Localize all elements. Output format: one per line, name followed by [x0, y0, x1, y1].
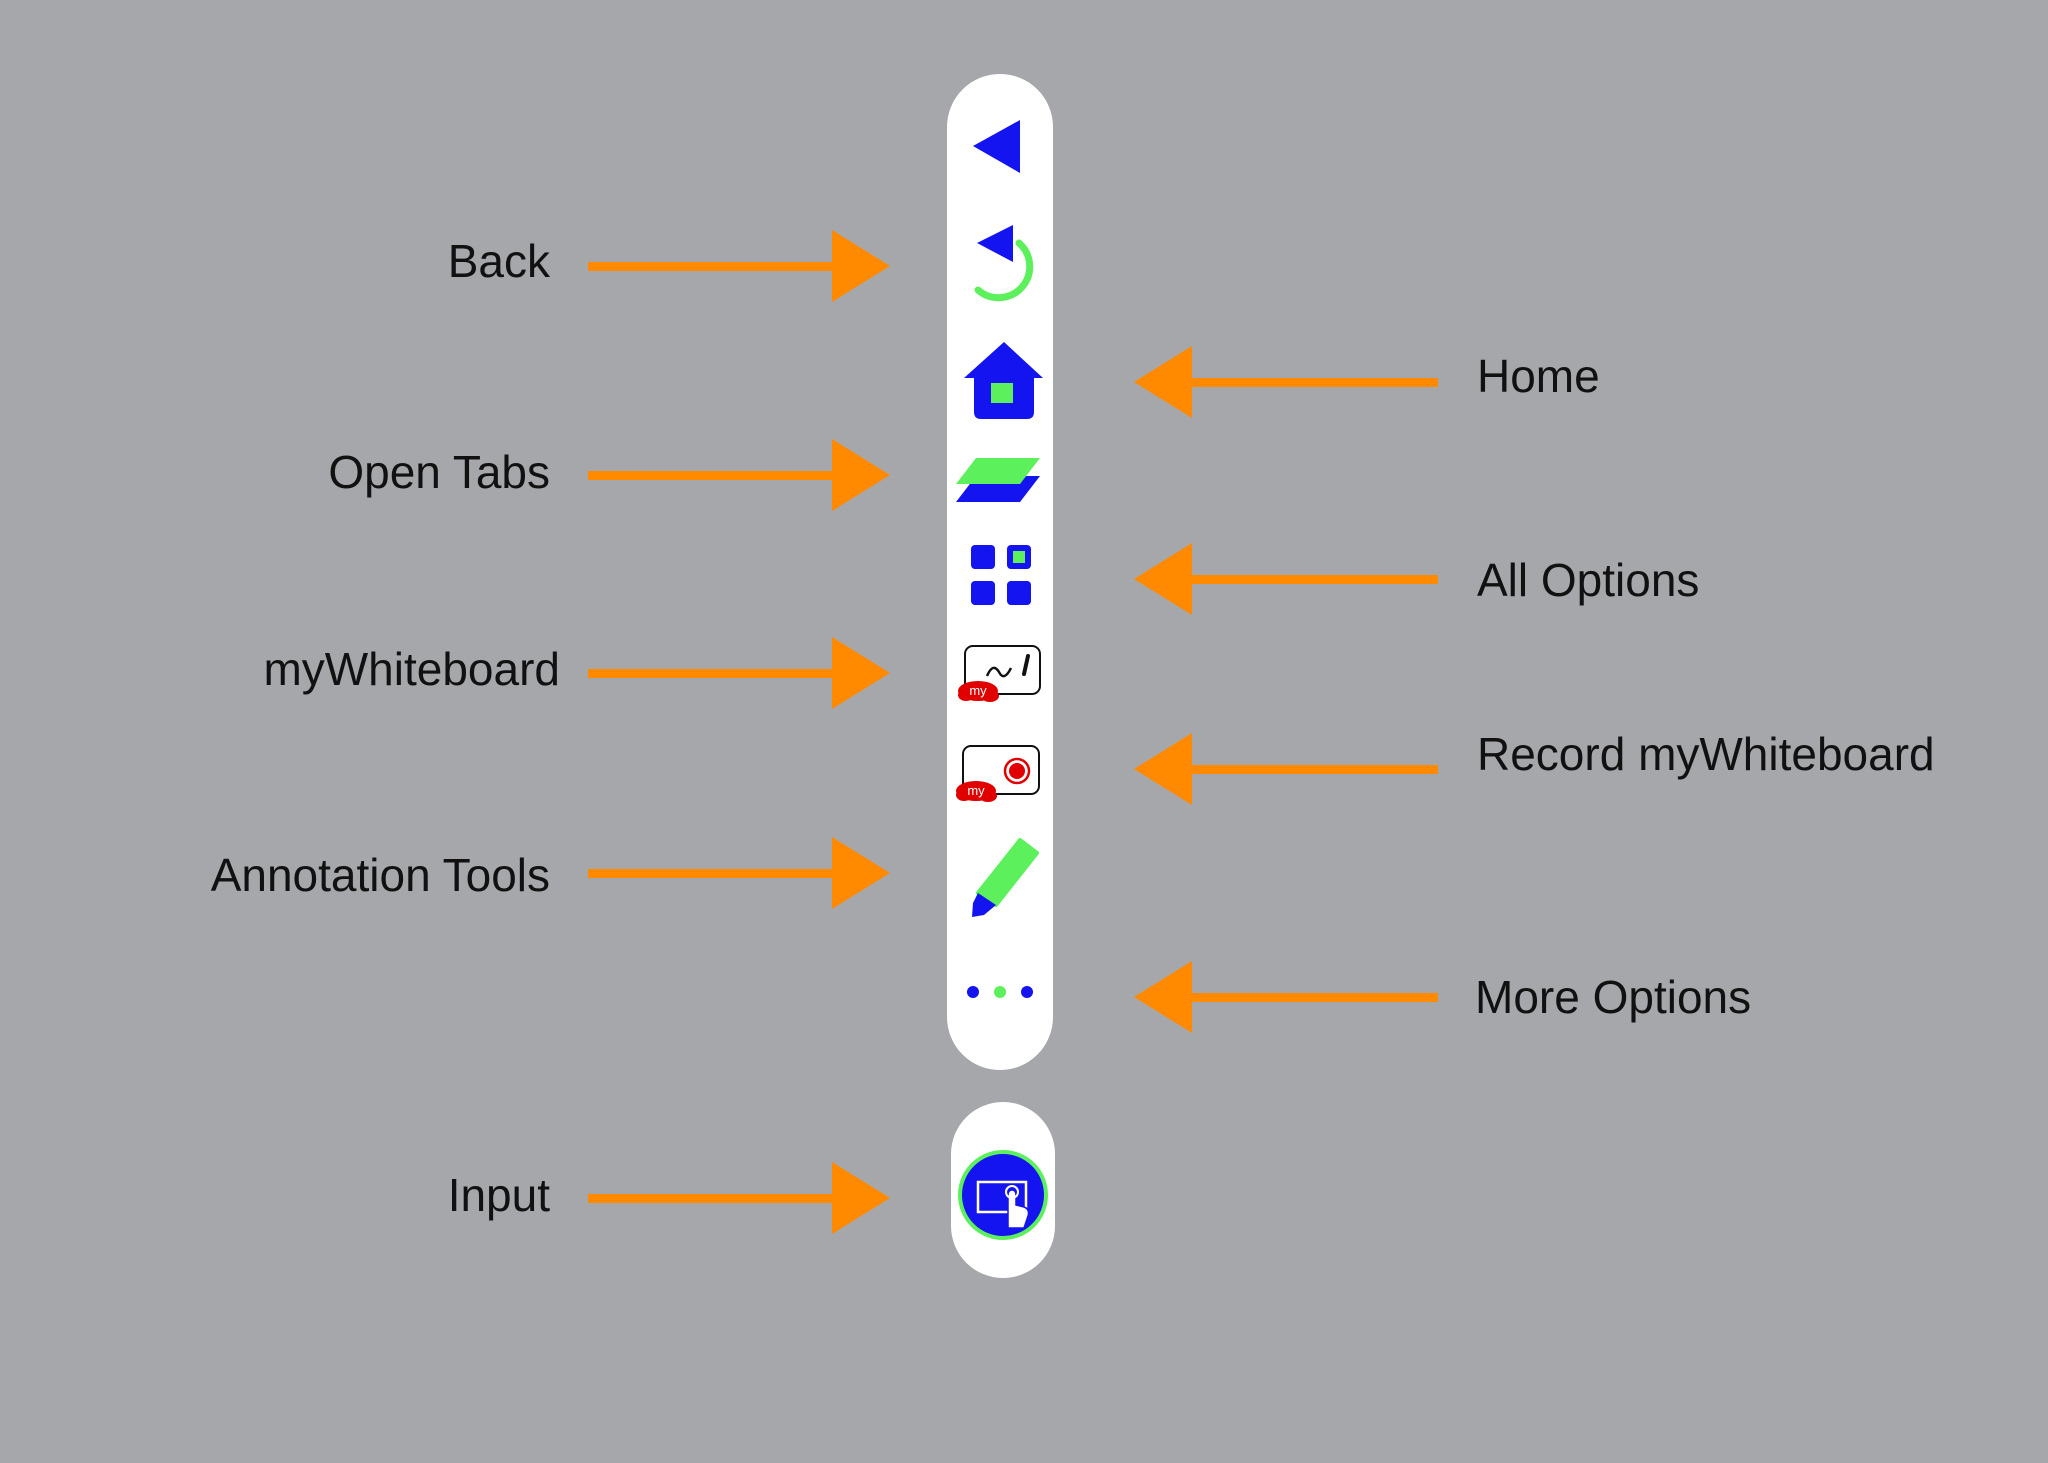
arrow-all-options — [1134, 543, 1438, 615]
label-record-mywhiteboard: Record myWhiteboard — [1477, 728, 1935, 780]
more-options-dots-icon[interactable] — [967, 986, 1033, 998]
label-back: Back — [447, 235, 550, 287]
arrow-input — [588, 1162, 890, 1234]
home-icon[interactable] — [964, 342, 1043, 419]
arrow-home — [1134, 346, 1438, 418]
label-annotation-tools: Annotation Tools — [210, 849, 550, 901]
label-more-options: More Options — [1475, 971, 1752, 1023]
arrow-back — [588, 230, 890, 302]
back-triangle-icon[interactable] — [973, 120, 1020, 173]
input-touch-screen-icon[interactable] — [958, 1150, 1048, 1240]
record-mywhiteboard-icon[interactable]: my — [956, 745, 1040, 802]
mywhiteboard-badge: my — [969, 683, 987, 698]
all-options-grid-icon[interactable] — [971, 545, 1031, 605]
arrow-record-mywhiteboard — [1134, 733, 1438, 805]
label-mywhiteboard: myWhiteboard — [263, 643, 560, 695]
arrow-open-tabs — [588, 439, 890, 511]
record-mywhiteboard-badge: my — [967, 783, 985, 798]
annotation-pen-icon[interactable] — [972, 838, 1039, 917]
label-input: Input — [447, 1169, 550, 1221]
label-open-tabs: Open Tabs — [328, 446, 550, 498]
open-tabs-icon[interactable] — [956, 458, 1040, 502]
arrow-mywhiteboard — [588, 637, 890, 709]
arrow-more-options — [1134, 961, 1438, 1033]
back-circular-icon[interactable] — [974, 225, 1034, 302]
arrow-annotation-tools — [588, 837, 890, 909]
mywhiteboard-icon[interactable]: my — [958, 645, 1041, 702]
label-home: Home — [1477, 350, 1600, 402]
label-all-options: All Options — [1477, 554, 1700, 606]
